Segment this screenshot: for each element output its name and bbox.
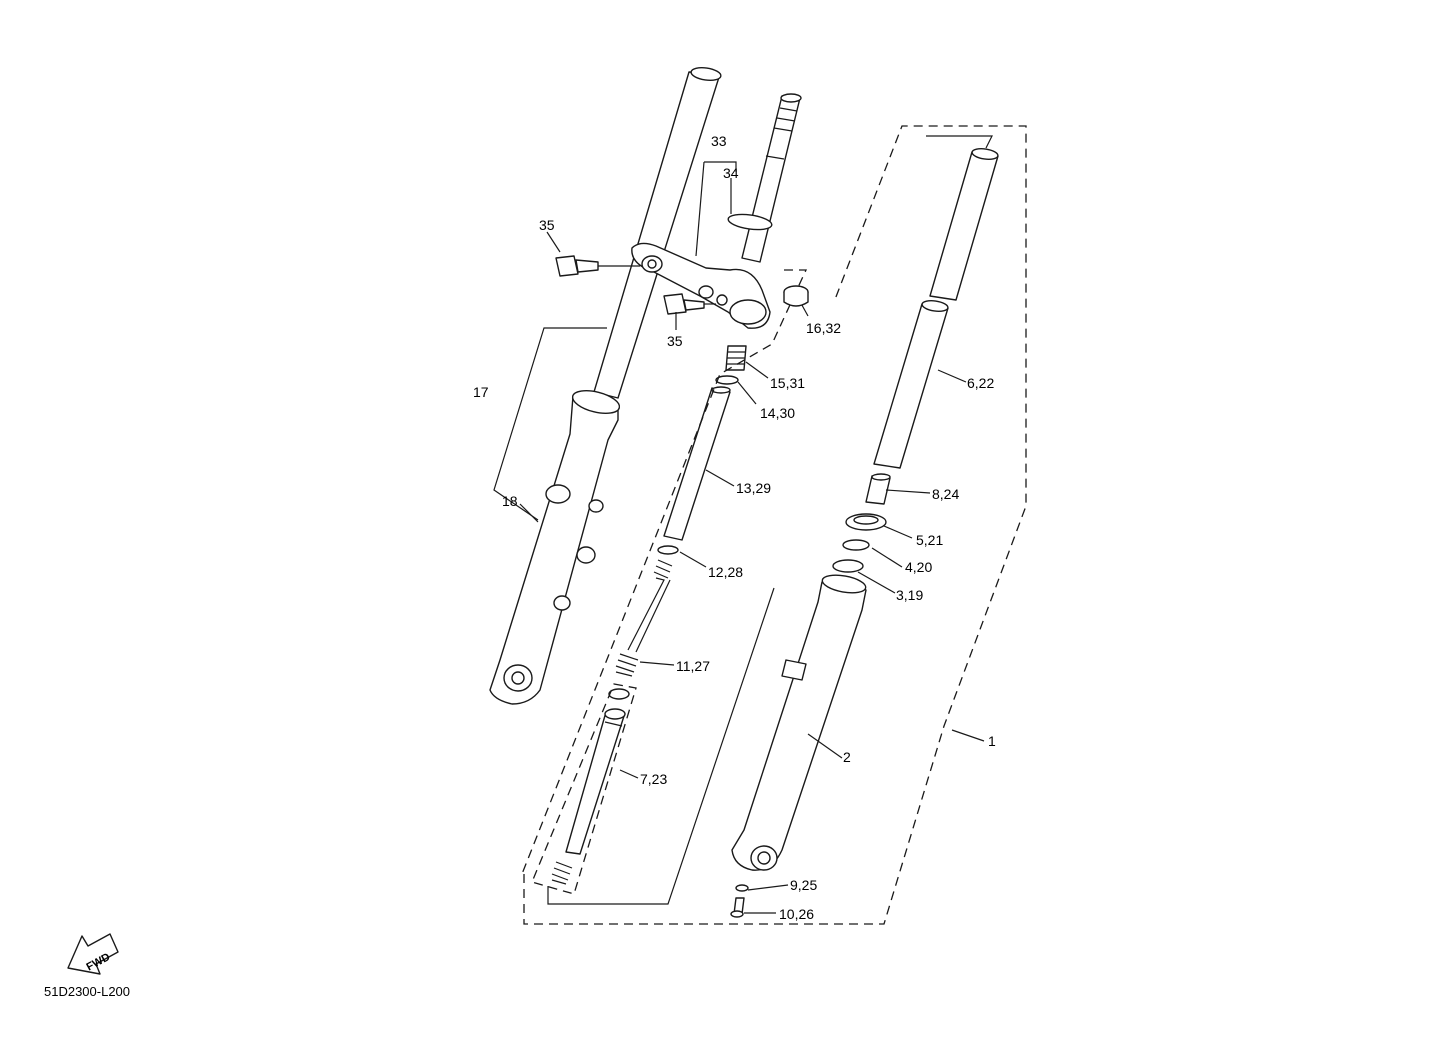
callout-33: 33 bbox=[711, 133, 727, 149]
callout-34: 34 bbox=[723, 165, 739, 181]
callout-17: 17 bbox=[473, 384, 489, 400]
fork-parts-column bbox=[730, 148, 999, 918]
washer-3 bbox=[832, 559, 864, 573]
bracket-17-18 bbox=[493, 327, 607, 521]
callout-15-31: 15,31 bbox=[770, 375, 805, 391]
bracket-33 bbox=[704, 161, 737, 172]
callout-9-25: 9,25 bbox=[790, 877, 817, 893]
callout-8-24: 8,24 bbox=[932, 486, 959, 502]
callout-16-32: 16,32 bbox=[806, 320, 841, 336]
bolt-35-upper bbox=[555, 255, 640, 277]
callout-12-28: 12,28 bbox=[708, 564, 743, 580]
callout-35-upper: 35 bbox=[539, 217, 555, 233]
callout-1: 1 bbox=[988, 733, 996, 749]
callout-11-27: 11,27 bbox=[676, 658, 710, 674]
callout-6-22: 6,22 bbox=[967, 375, 994, 391]
fwd-arrow-icon: FWD bbox=[67, 933, 119, 975]
outer-tube-2 bbox=[731, 578, 867, 871]
inner-group-outline bbox=[531, 683, 637, 895]
inner-tube-17 bbox=[593, 71, 721, 399]
callout-3-19: 3,19 bbox=[896, 587, 923, 603]
inner-tube-6-upper bbox=[929, 151, 999, 301]
bearing-34 bbox=[727, 213, 773, 231]
spring-11 bbox=[627, 559, 673, 651]
damper-rod-7 bbox=[565, 711, 625, 855]
callout-18: 18 bbox=[502, 493, 518, 509]
assembled-fork-17-18 bbox=[489, 67, 722, 705]
oring-14 bbox=[715, 375, 739, 385]
spacer-13 bbox=[663, 387, 731, 541]
washer-12 bbox=[657, 545, 679, 555]
callout-4-20: 4,20 bbox=[905, 559, 932, 575]
callout-7-23: 7,23 bbox=[640, 771, 667, 787]
bolt-35-lower bbox=[663, 293, 716, 315]
callout-labels: 1 2 3,19 4,20 5,21 6,22 7,23 8,24 9,25 1… bbox=[473, 133, 996, 922]
callout-13-29: 13,29 bbox=[736, 480, 771, 496]
callout-35-lower: 35 bbox=[667, 333, 683, 349]
assembly-1-outline bbox=[523, 125, 1027, 925]
inner-tube-6-lower bbox=[873, 303, 949, 469]
bracket-1 bbox=[926, 135, 993, 149]
clip-4 bbox=[842, 539, 870, 551]
steering-stem-33 bbox=[631, 93, 802, 329]
drawing-code: 51D2300-L200 bbox=[44, 984, 130, 999]
cap-16 bbox=[783, 285, 809, 307]
washer-9 bbox=[735, 884, 749, 892]
callout-5-21: 5,21 bbox=[916, 532, 943, 548]
callout-2: 2 bbox=[843, 749, 851, 765]
callout-14-30: 14,30 bbox=[760, 405, 795, 421]
leader-lines bbox=[519, 178, 985, 914]
damper-column bbox=[551, 345, 747, 885]
callout-10-26: 10,26 bbox=[779, 906, 814, 922]
